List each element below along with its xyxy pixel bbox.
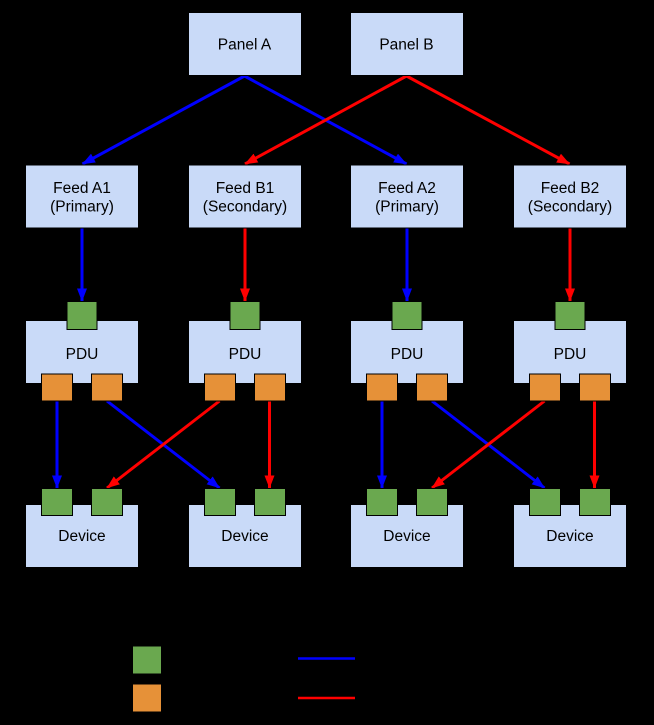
svg-text:Device: Device (546, 528, 593, 545)
svg-text:Device: Device (58, 528, 105, 545)
svg-text:Feed A1: Feed A1 (53, 180, 111, 197)
svg-text:PDU: PDU (554, 346, 587, 363)
svg-text:Panel B: Panel B (379, 37, 433, 54)
svg-text:Panel A: Panel A (218, 37, 272, 54)
svg-text:PDU: PDU (66, 346, 99, 363)
svg-text:Feed A2: Feed A2 (378, 180, 436, 197)
svg-text:Feed B1: Feed B1 (216, 180, 275, 197)
svg-text:PDU: PDU (391, 346, 424, 363)
svg-text:(Primary): (Primary) (375, 199, 439, 216)
svg-text:(Primary): (Primary) (50, 199, 114, 216)
svg-text:PDU: PDU (229, 346, 262, 363)
svg-text:(Secondary): (Secondary) (203, 199, 287, 216)
svg-text:(Secondary): (Secondary) (528, 199, 612, 216)
svg-text:Feed B2: Feed B2 (541, 180, 600, 197)
svg-text:Device: Device (221, 528, 268, 545)
svg-text:Device: Device (383, 528, 430, 545)
